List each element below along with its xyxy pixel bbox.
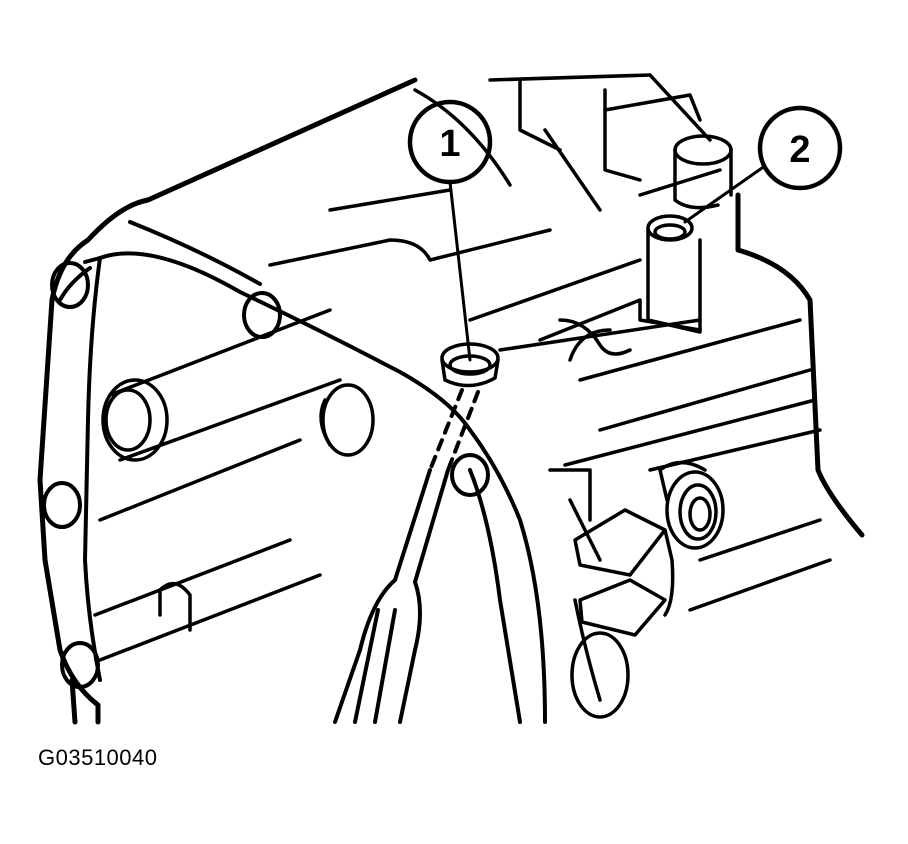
callout-2: 2 [683, 105, 843, 224]
callout-2-label: 2 [789, 129, 810, 171]
callout-1-label: 1 [439, 123, 460, 165]
callout-1-leader [448, 180, 472, 362]
callout-2-leader [683, 166, 764, 224]
callout-1: 1 [407, 99, 493, 362]
shift-shaft-bushing [573, 460, 725, 637]
casting-body-detail [268, 73, 832, 719]
interior-bores [93, 308, 375, 662]
housing-outline [37, 77, 865, 725]
dowel-pin [646, 134, 733, 334]
callout-2-circle [757, 105, 843, 191]
plug-item-2 [646, 214, 694, 242]
seal-item-1 [440, 342, 500, 388]
figure-id-label: G03510040 [38, 745, 158, 770]
flange-rim [58, 220, 547, 724]
screwdriver-tool [333, 388, 480, 724]
